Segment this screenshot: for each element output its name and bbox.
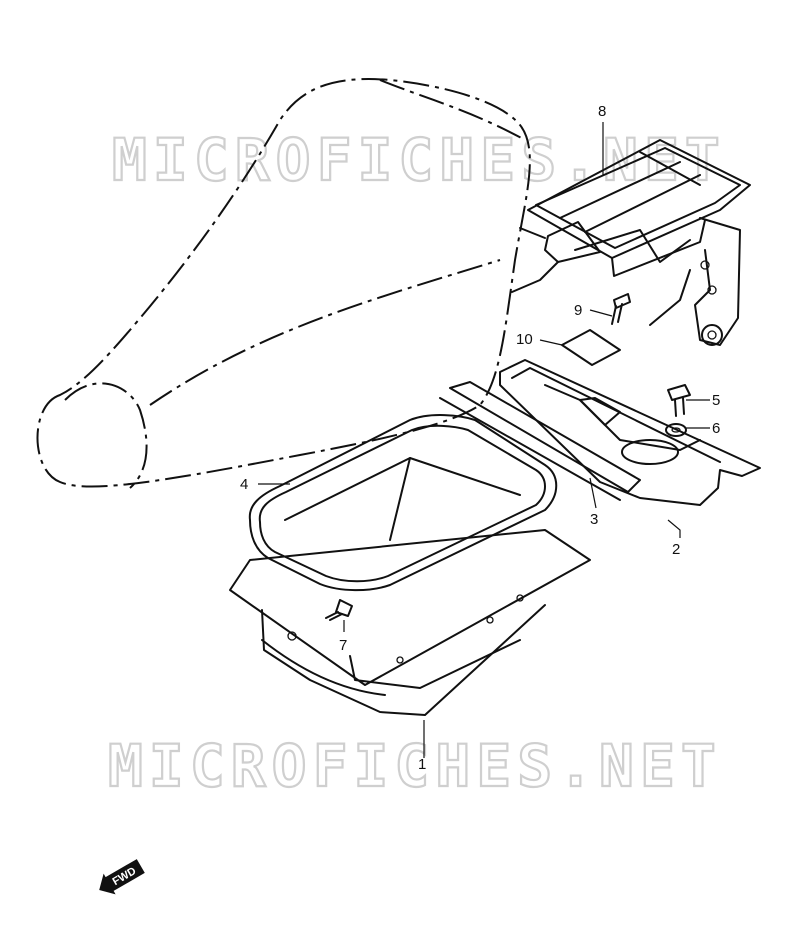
screw-7 (325, 599, 353, 621)
seal-rim-4 (248, 414, 558, 592)
watermark-top: MICROFICHES.NET (112, 126, 726, 194)
helmet-box-1 (229, 529, 591, 716)
label-plate-10 (561, 329, 621, 366)
callout-5: 5 (712, 392, 720, 409)
callout-4: 4 (240, 476, 248, 493)
bolt-9 (611, 293, 631, 325)
rear-rail-bracket (499, 359, 761, 506)
leader-lines (258, 122, 710, 758)
callout-6: 6 (712, 420, 720, 437)
callout-8: 8 (598, 103, 606, 120)
bolt-5 (667, 384, 691, 417)
callout-3: 3 (590, 511, 598, 528)
callout-2: 2 (672, 541, 680, 558)
seat-outline (36, 78, 531, 489)
rear-carrier (511, 139, 751, 346)
washer-6 (665, 423, 687, 437)
fwd-arrow-icon: FWD (99, 859, 145, 895)
callout-1: 1 (418, 756, 426, 773)
callout-7: 7 (339, 637, 347, 654)
watermark-bottom: MICROFICHES.NET (108, 732, 722, 800)
cross-bar-3 (439, 381, 641, 501)
callout-9: 9 (574, 302, 582, 319)
callout-10: 10 (516, 331, 533, 348)
